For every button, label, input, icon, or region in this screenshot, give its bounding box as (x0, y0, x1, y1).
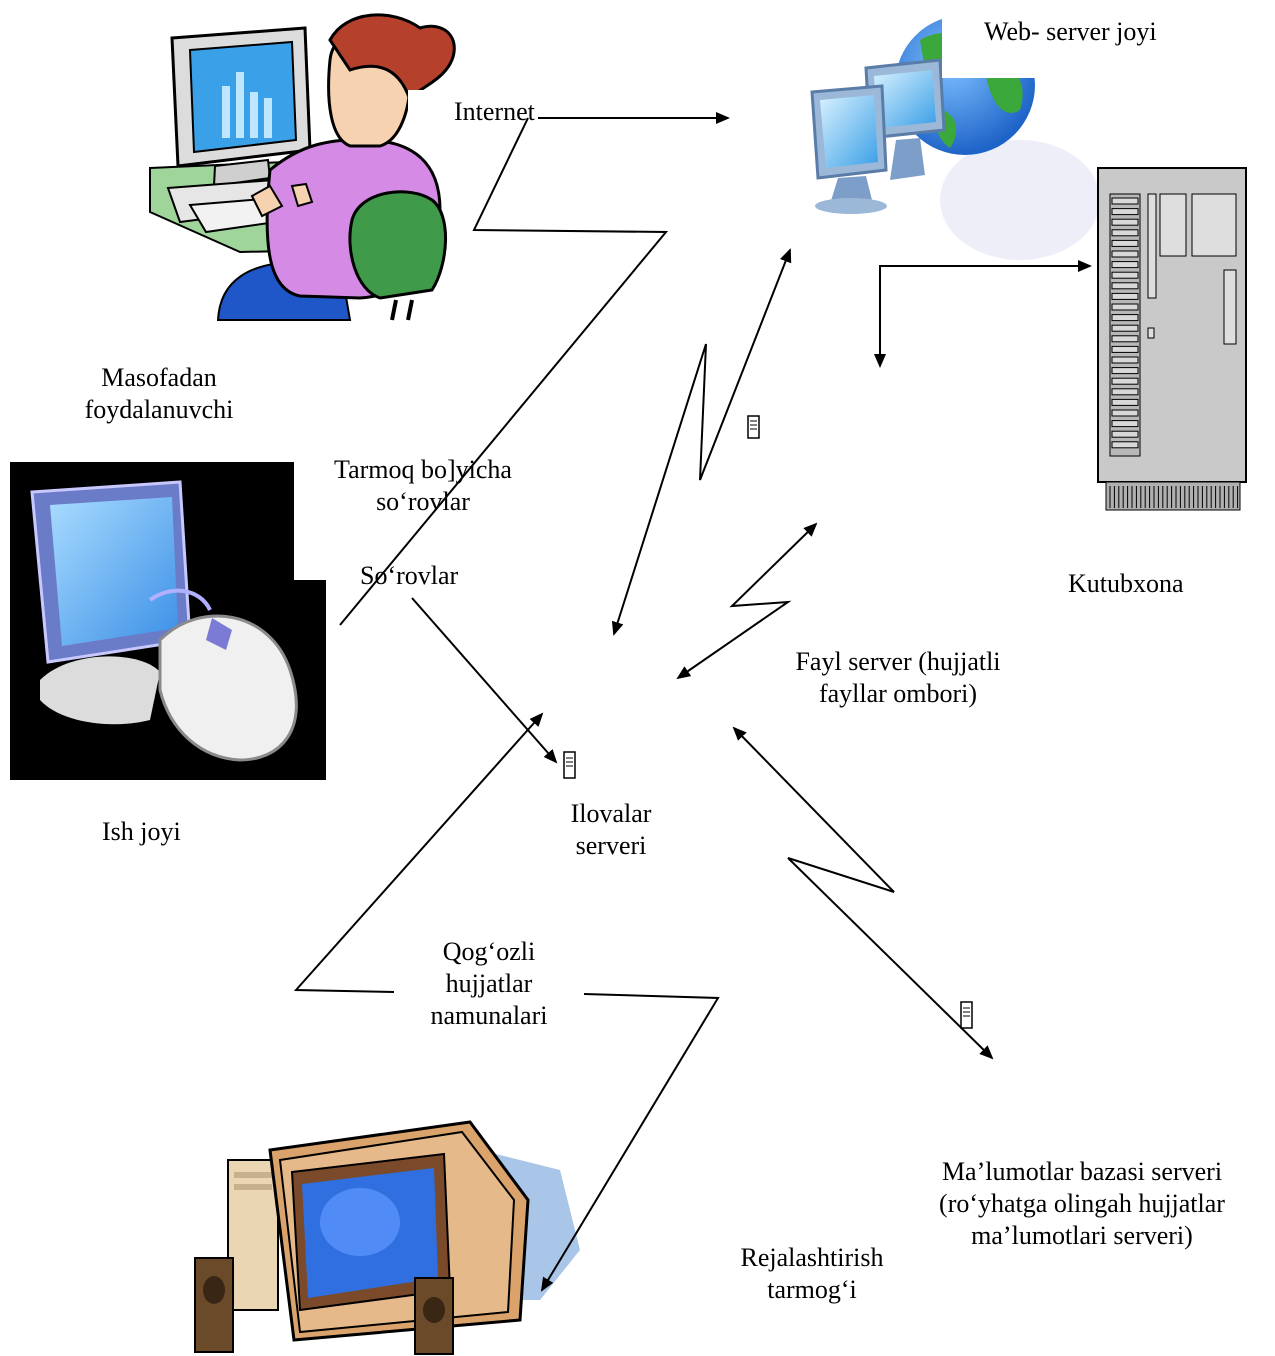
tower-slot (1111, 377, 1139, 385)
web-server-label-bg (942, 12, 1056, 78)
tower-slot (1111, 261, 1139, 269)
tower-slot (1111, 345, 1139, 353)
tower-slot (1111, 409, 1139, 417)
web-app-link (611, 248, 792, 636)
tower-slot (1111, 324, 1139, 332)
tower-slot (1111, 208, 1139, 216)
tower-slot (1111, 271, 1139, 279)
file-server-link (676, 522, 818, 680)
tower-slot (1111, 420, 1139, 428)
planning-link-left (293, 712, 544, 993)
tower-slot (1111, 441, 1139, 449)
db-server-label: Ma’lumotlar bazasi serveri(ro‘yhatga oli… (939, 1157, 1225, 1250)
web-server-label: Web- server joyi (984, 17, 1157, 46)
web-library-link (874, 260, 1092, 368)
tower-slot (1111, 398, 1139, 406)
internet-label: Internet (454, 97, 535, 126)
tower-slot (1111, 314, 1139, 322)
tower-slot (1111, 239, 1139, 247)
tower-slot (1111, 218, 1139, 226)
tower-slot (1111, 229, 1139, 237)
tower-slot (1111, 335, 1139, 343)
requests-arrow (411, 597, 558, 764)
tower-slot (1111, 430, 1139, 438)
tower-slot (1111, 388, 1139, 396)
tower-slot (1111, 250, 1139, 258)
tower-slot (1111, 356, 1139, 364)
library-label: Kutubxona (1068, 569, 1184, 598)
remote-zigzag (339, 117, 669, 626)
tower-slot (1111, 282, 1139, 290)
workplace-label: Ish joyi (102, 817, 181, 846)
tower-slot (1111, 367, 1139, 375)
requests-label: So‘rovlar (360, 561, 459, 590)
tower-slot (1111, 303, 1139, 311)
internet-label-bg (408, 90, 466, 128)
planning-link-right (540, 993, 720, 1292)
db-server-link (732, 726, 994, 1060)
tower-slot (1111, 197, 1139, 205)
tower-slot (1111, 292, 1139, 300)
